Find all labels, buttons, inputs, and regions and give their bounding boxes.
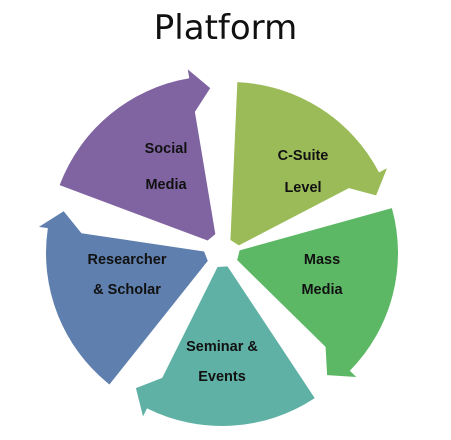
segment-3-label-line-2: Events: [198, 369, 246, 385]
segment-1-label-line-1: C-Suite: [278, 148, 329, 164]
segment-4-label-line-2: & Scholar: [93, 282, 161, 298]
segment-5-label-line-1: Social: [145, 141, 188, 157]
segment-2-label-line-1: Mass: [304, 252, 340, 268]
segment-2-label-line-2: Media: [301, 282, 343, 298]
segment-3-label-line-1: Seminar &: [186, 339, 258, 355]
segment-5-label-line-2: Media: [145, 177, 187, 193]
cycle-segment-2: [237, 208, 399, 378]
segment-4-label-line-1: Researcher: [88, 252, 167, 268]
cycle-segment-3: [135, 266, 315, 426]
cycle-segment-4: [38, 211, 208, 385]
cycle-segment-5: [59, 69, 216, 241]
cycle-segment-1: [230, 82, 388, 246]
diagram-title: Platform: [153, 8, 298, 48]
segment-1-label-line-2: Level: [284, 180, 321, 196]
